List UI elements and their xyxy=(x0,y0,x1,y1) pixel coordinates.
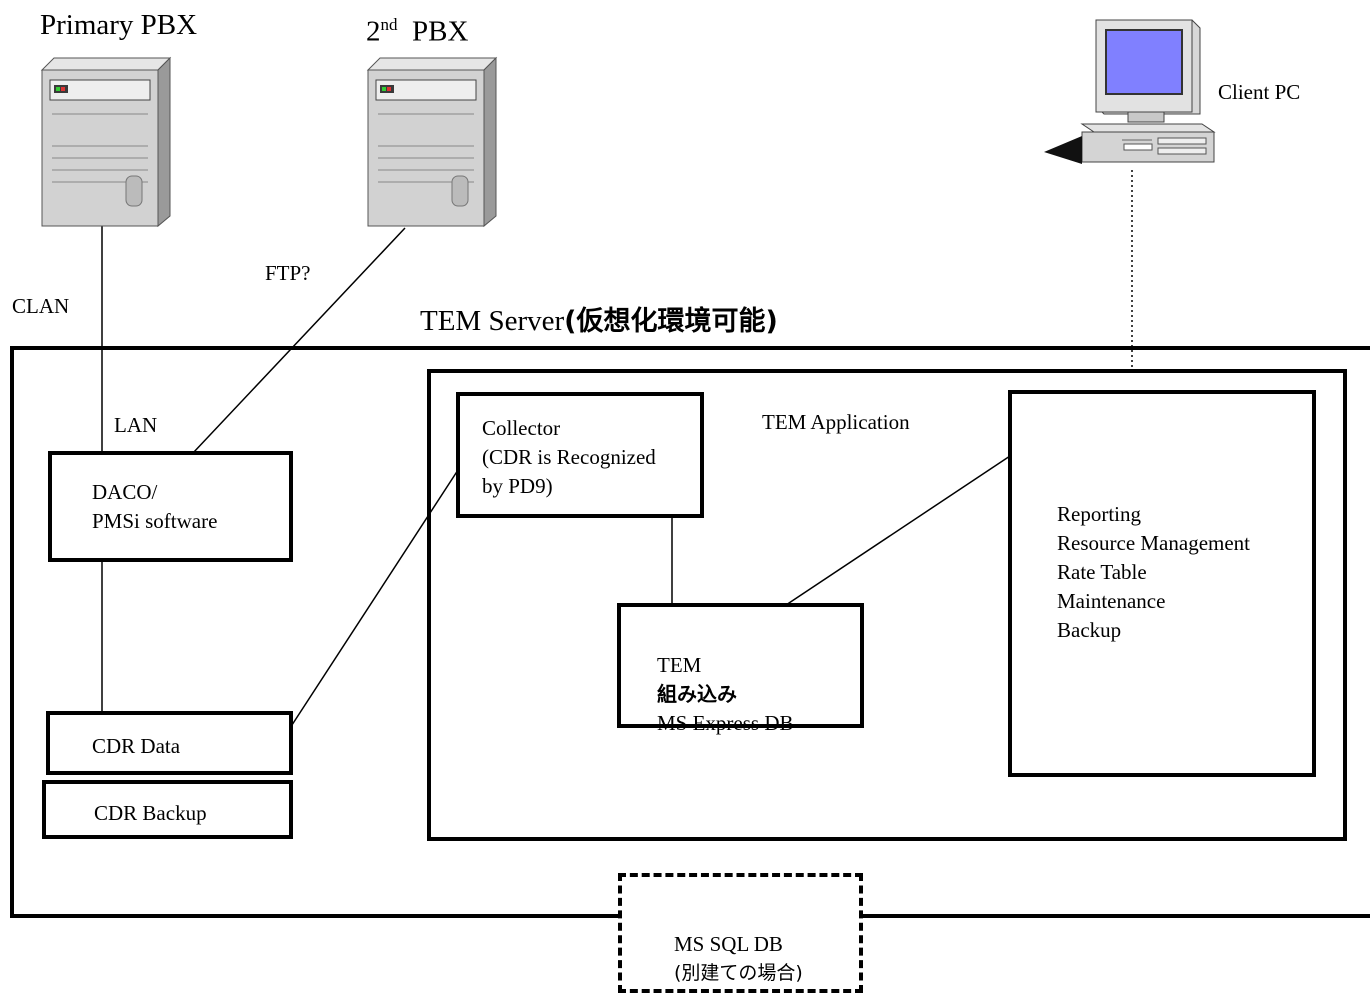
cdr-backup-label: CDR Backup xyxy=(94,801,207,825)
lan-label: LAN xyxy=(114,413,158,437)
primary-pbx-label: Primary PBX xyxy=(40,9,198,41)
feature-backup: Backup xyxy=(1057,618,1122,642)
cdr-backup-box: CDR Backup xyxy=(42,780,293,839)
feature-maintenance: Maintenance xyxy=(1057,589,1166,613)
feature-rate-table: Rate Table xyxy=(1057,560,1147,584)
clan-label: CLAN xyxy=(12,294,70,318)
tem-application-label: TEM Application xyxy=(762,410,910,434)
feature-resource-management: Resource Management xyxy=(1057,531,1251,555)
tem-application-box xyxy=(427,369,1347,841)
express-to-features-line xyxy=(785,455,1011,606)
second-pbx-label: 2nd PBX xyxy=(366,15,469,48)
daco-pmsi-label: DACO/ PMSi software xyxy=(92,480,218,533)
ms-sql-db-label: MS SQL DB (別建ての場合) xyxy=(674,932,803,984)
features-box: Reporting Resource Management Rate Table… xyxy=(1008,390,1316,777)
collector-label: Collector (CDR is Recognized by PD9) xyxy=(482,416,656,498)
client-pc-label: Client PC xyxy=(1218,80,1301,104)
features-list: Reporting Resource Management Rate Table… xyxy=(1057,500,1250,645)
daco-pmsi-box: DACO/ PMSi software xyxy=(48,451,293,562)
cdr-data-label: CDR Data xyxy=(92,734,181,758)
ftp-line xyxy=(192,227,406,454)
second-pbx-server-icon xyxy=(364,56,498,233)
feature-reporting: Reporting xyxy=(1057,502,1141,526)
tem-server-title: TEM Server(仮想化環境可能) xyxy=(420,305,778,337)
ftp-label: FTP? xyxy=(265,261,311,285)
ms-sql-db-box: MS SQL DB (別建ての場合) xyxy=(618,873,863,993)
collector-box: Collector (CDR is Recognized by PD9) xyxy=(456,392,704,518)
primary-pbx-server-icon xyxy=(38,56,172,233)
client-pc-icon xyxy=(1042,14,1222,175)
cdr-data-box: CDR Data xyxy=(46,711,293,775)
